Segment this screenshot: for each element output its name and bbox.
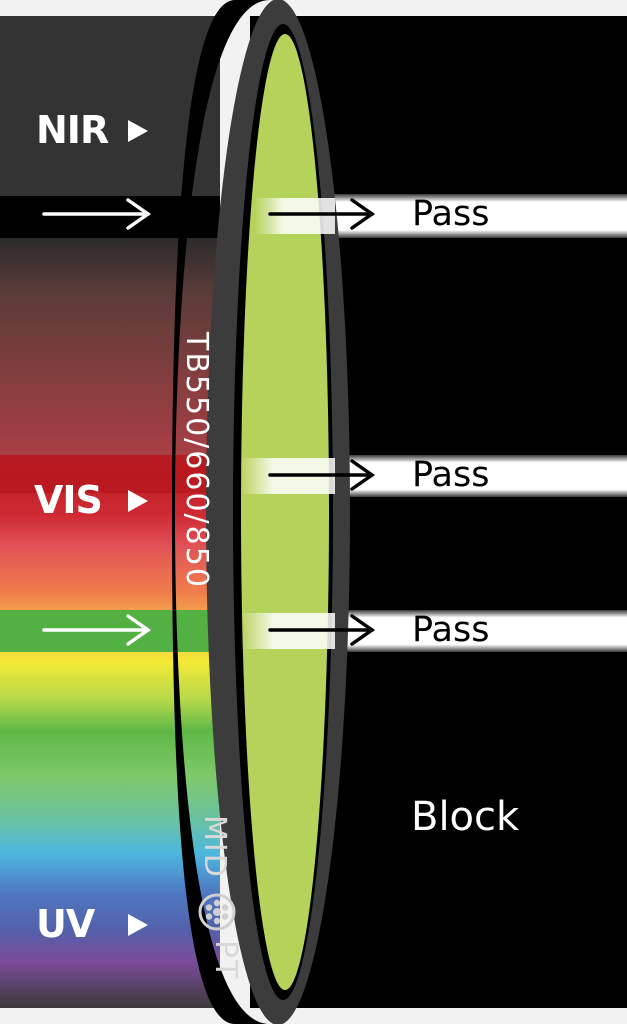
pass-label-1: Pass xyxy=(412,194,490,234)
green-input-arrow xyxy=(42,614,152,646)
brand-name-right: PT xyxy=(208,940,243,981)
pass-arrow-2 xyxy=(268,459,376,491)
brand-logo-icon xyxy=(198,893,236,931)
pass-label-2: Pass xyxy=(412,455,490,495)
brand-name-left: MID xyxy=(197,815,232,879)
nir-pointer-icon xyxy=(128,120,148,142)
glass-beam-1 xyxy=(255,198,335,234)
nir-input-arrow xyxy=(42,198,152,230)
pass-arrow-3 xyxy=(268,614,376,646)
uv-pointer-icon xyxy=(128,914,148,936)
uv-label: UV xyxy=(36,902,95,946)
pass-label-3: Pass xyxy=(412,610,490,650)
block-label: Block xyxy=(411,794,520,840)
pass-arrow-1 xyxy=(268,198,376,230)
filter-glass xyxy=(241,34,329,990)
vis-label: VIS xyxy=(34,478,103,522)
vis-band xyxy=(0,455,220,493)
filter-model-label: TB550/660/850 xyxy=(179,332,214,589)
vis-pointer-icon xyxy=(128,490,148,512)
nir-panel xyxy=(0,16,220,196)
nir-label: NIR xyxy=(36,108,109,152)
